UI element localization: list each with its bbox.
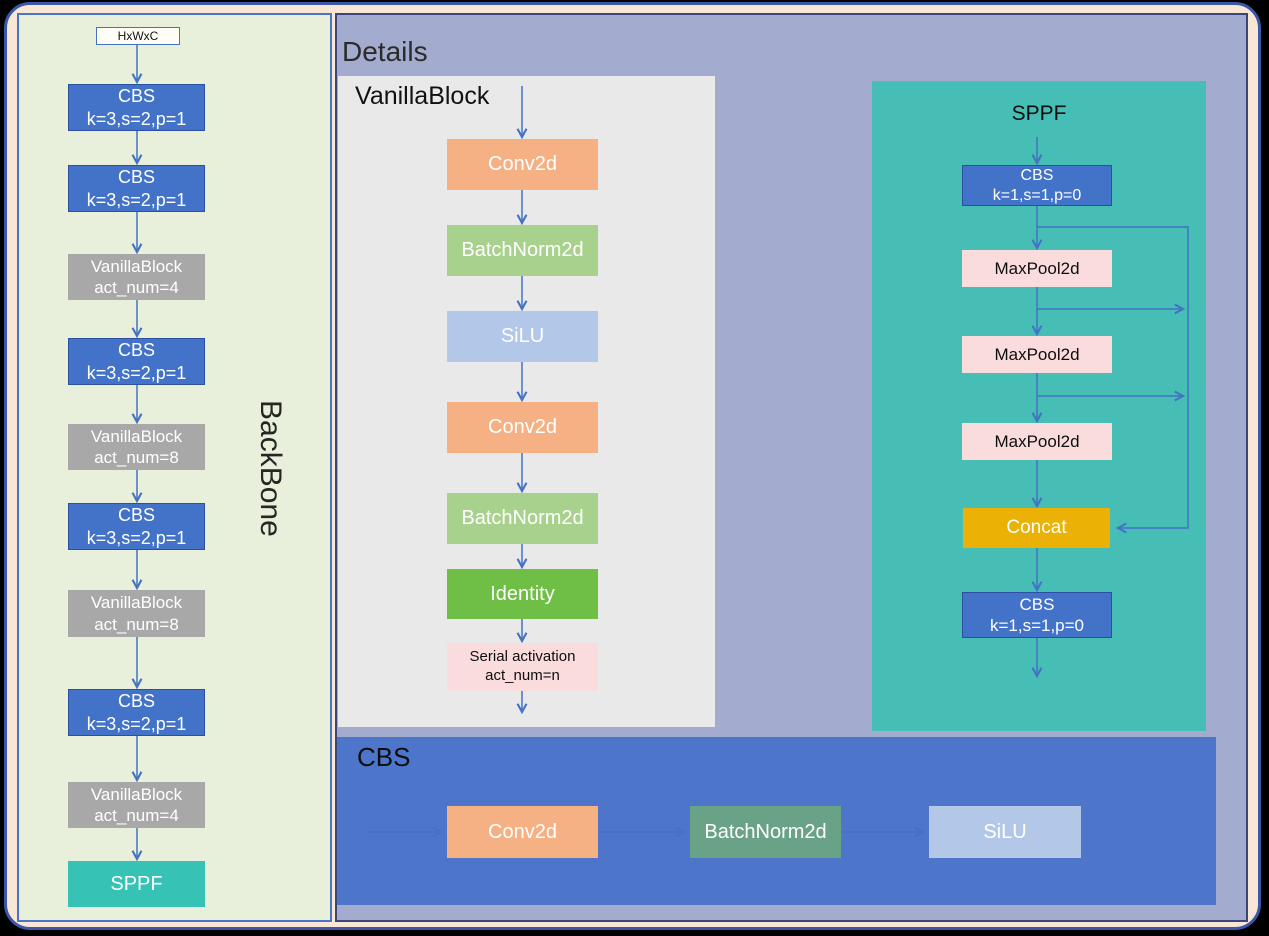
backbone-title: BackBone [254,400,287,537]
node-vanillablock: VanillaBlock act_num=8 [68,590,205,637]
vanillablock-title: VanillaBlock [355,82,490,110]
cbs-detail-title: CBS [357,742,411,772]
node-identity: Identity [447,569,598,619]
node-cbs: CBS k=3,s=2,p=1 [68,165,205,212]
node-batchnorm2d: BatchNorm2d [690,806,841,858]
node-sppf: SPPF [68,861,205,907]
node-vanillablock: VanillaBlock act_num=4 [68,782,205,828]
node-maxpool2d: MaxPool2d [962,423,1112,460]
node-silu: SiLU [929,806,1081,858]
node-conv2d: Conv2d [447,402,598,453]
node-maxpool2d: MaxPool2d [962,250,1112,287]
node-cbs: CBS k=3,s=2,p=1 [68,689,205,736]
node-vanillablock: VanillaBlock act_num=4 [68,254,205,300]
node-silu: SiLU [447,311,598,362]
node-cbs: CBS k=3,s=2,p=1 [68,84,205,131]
node-cbs: CBS k=1,s=1,p=0 [962,592,1112,638]
node-conv2d: Conv2d [447,806,598,858]
node-batchnorm2d: BatchNorm2d [447,493,598,544]
node-vanillablock: VanillaBlock act_num=8 [68,424,205,470]
node-serial-activation: Serial activation act_num=n [447,643,598,691]
node-cbs: CBS k=3,s=2,p=1 [68,338,205,385]
node-maxpool2d: MaxPool2d [962,336,1112,373]
sppf-title: SPPF [1011,102,1067,125]
details-title: Details [342,36,428,67]
input-box: HxWxC [96,27,180,45]
node-cbs: CBS k=3,s=2,p=1 [68,503,205,550]
node-conv2d: Conv2d [447,139,598,190]
node-batchnorm2d: BatchNorm2d [447,225,598,276]
node-concat: Concat [963,508,1110,548]
node-cbs: CBS k=1,s=1,p=0 [962,165,1112,206]
